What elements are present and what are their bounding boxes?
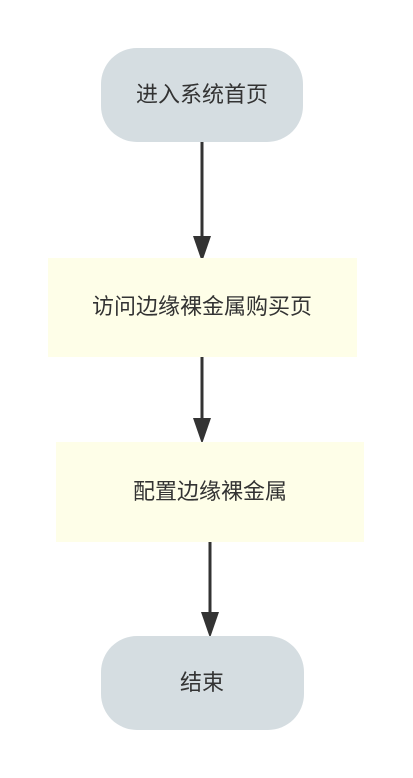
edge-step2-to-end (201, 542, 219, 638)
node-step2: 配置边缘裸金属 (56, 442, 364, 542)
node-step2-shape (56, 442, 364, 542)
node-step1-shape (48, 258, 357, 357)
node-start-shape (101, 48, 303, 142)
node-step2-label: 配置边缘裸金属 (133, 480, 287, 505)
node-start-label: 进入系统首页 (136, 83, 268, 108)
edge-step1-to-step2 (193, 357, 211, 444)
node-step1: 访问边缘裸金属购买页 (48, 258, 357, 357)
node-end-label: 结束 (180, 671, 224, 696)
node-start: 进入系统首页 (101, 48, 303, 142)
edge-start-to-step1 (193, 142, 211, 262)
node-end: 结束 (101, 636, 304, 730)
node-step1-label: 访问边缘裸金属购买页 (92, 295, 312, 320)
node-end-shape (101, 636, 304, 730)
